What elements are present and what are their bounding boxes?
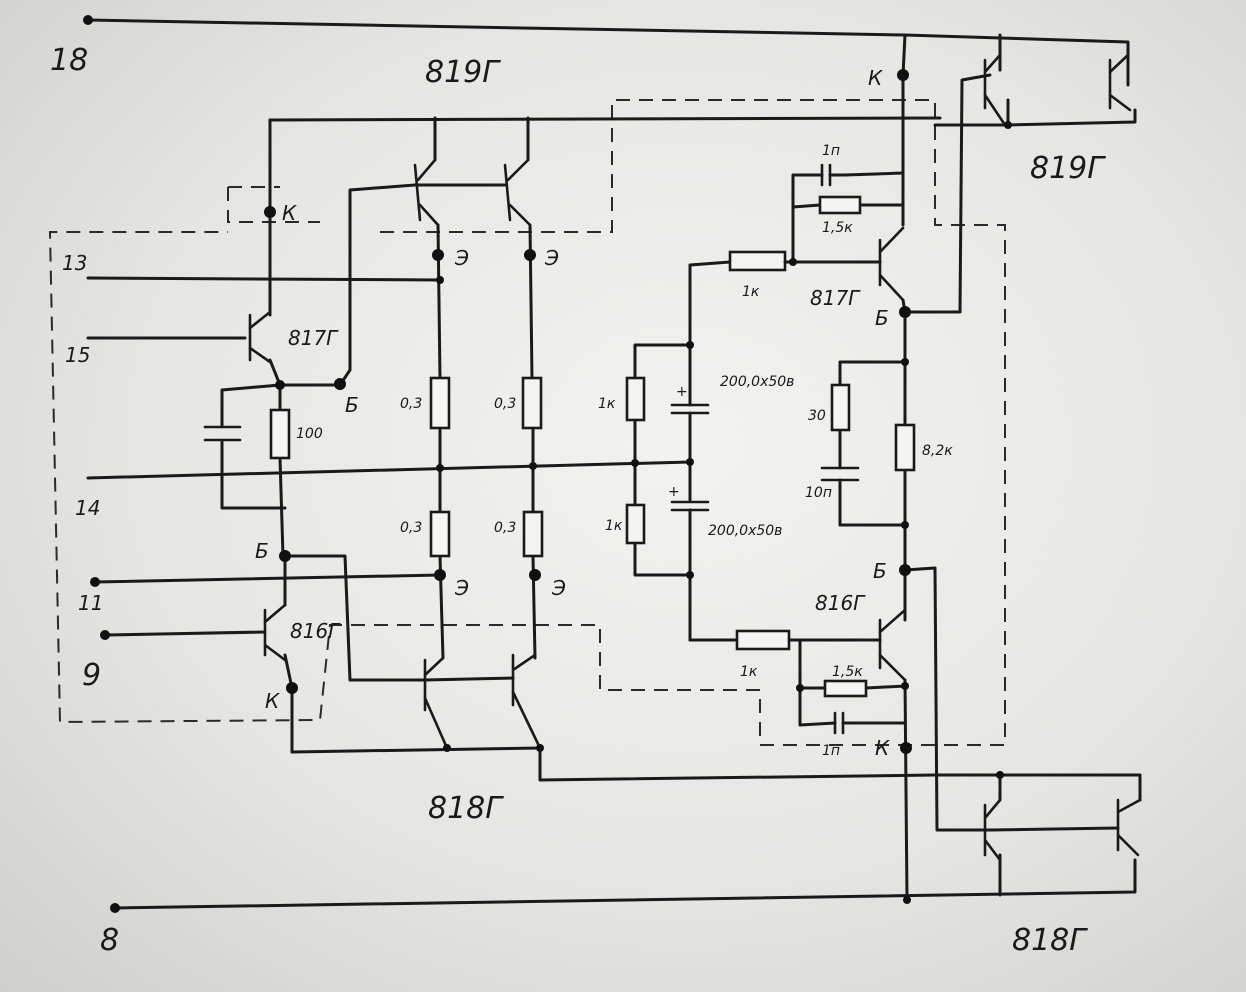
value-30: 30 — [808, 408, 826, 424]
svg-text:+: + — [676, 384, 688, 400]
chip-boundaries — [48, 99, 1006, 746]
resistor-0-3-b — [521, 376, 543, 430]
value-1n-bottom: 1п — [822, 743, 840, 759]
resistor-0-3-a — [429, 376, 451, 430]
value-200-a: 200,0х50в — [720, 374, 794, 390]
value-1-5k-top: 1,5к — [822, 220, 853, 236]
terminal-e-4: Э — [551, 576, 566, 600]
chip-label-818-center: 818Г — [428, 791, 504, 826]
resistor-1-5k-bottom — [823, 679, 868, 698]
value-0-3-d: 0,3 — [494, 520, 516, 536]
terminal-b-left-upper: Б — [345, 393, 359, 417]
value-0-3-a: 0,3 — [400, 396, 422, 412]
terminal-k-left-lower: К — [265, 689, 280, 713]
value-1k-c: 1к — [742, 284, 760, 300]
pin-8-label: 8 — [100, 923, 119, 958]
value-10n: 10п — [805, 485, 832, 501]
rail-8 — [110, 853, 1137, 913]
left-wiring — [86, 116, 942, 754]
pin-15-label: 15 — [65, 343, 90, 367]
terminal-b-right-upper: Б — [875, 306, 889, 330]
value-1-5k-bottom: 1,5к — [832, 664, 863, 680]
svg-text:+: + — [668, 484, 680, 500]
emitter-chains — [436, 223, 537, 660]
terminal-e-2: Э — [544, 246, 559, 270]
transistor-label-816-left: 816Г — [290, 619, 341, 643]
chip-818-right — [983, 773, 1142, 862]
resistor-0-3-d — [522, 510, 544, 558]
resistor-100 — [269, 408, 291, 460]
terminal-k-right-upper: К — [868, 66, 883, 90]
pin-18-label: 18 — [50, 43, 88, 78]
value-1k-a: 1к — [598, 396, 616, 412]
pin-13-label: 13 — [62, 251, 87, 275]
right-lower-stage — [787, 566, 992, 902]
value-1k-b: 1к — [605, 518, 623, 534]
terminal-e-1: Э — [454, 246, 469, 270]
value-1k-d: 1к — [740, 664, 758, 680]
terminal-k-left: К — [282, 201, 297, 225]
chip-818-center — [423, 653, 1142, 802]
pin-9-label: 9 — [82, 658, 101, 693]
chip-819-right — [933, 53, 1137, 127]
transistor-label-816-right: 816Г — [815, 591, 866, 615]
resistor-1k-c — [728, 250, 787, 272]
resistor-0-3-c — [429, 510, 451, 558]
transistor-label-817-left: 817Г — [288, 326, 339, 350]
chip-819-center — [413, 116, 532, 227]
terminal-e-3: Э — [454, 576, 469, 600]
resistor-1k-d — [735, 629, 791, 651]
middle-network: + + — [633, 260, 737, 642]
terminal-k-right-lower: К — [875, 736, 890, 760]
value-200-b: 200,0х50в — [708, 523, 782, 539]
pin-11-label: 11 — [78, 591, 103, 615]
resistor-1-5k-top — [818, 195, 862, 215]
transistor-label-817-right: 817Г — [810, 286, 861, 310]
right-upper-stage — [783, 33, 992, 622]
chip-label-819-right: 819Г — [1030, 151, 1106, 186]
value-0-3-b: 0,3 — [494, 396, 516, 412]
resistor-1k-b — [625, 503, 646, 545]
capacitor-left — [203, 425, 242, 442]
junction-dots — [90, 69, 1012, 904]
terminal-b-right-lower: Б — [873, 559, 887, 583]
value-1n-top: 1п — [822, 143, 840, 159]
value-8-2k: 8,2к — [922, 443, 953, 459]
resistor-1k-a — [625, 376, 646, 422]
resistor-8-2k — [894, 423, 916, 472]
terminal-b-left-lower: Б — [255, 539, 269, 563]
chip-label-819-center: 819Г — [425, 55, 501, 90]
transistor-816-left — [263, 603, 287, 662]
resistor-30 — [830, 383, 851, 432]
transistor-817-left — [248, 310, 272, 364]
pin-14-label: 14 — [75, 496, 100, 520]
chip-label-818-right: 818Г — [1012, 923, 1088, 958]
value-100: 100 — [296, 426, 323, 442]
value-0-3-c: 0,3 — [400, 520, 422, 536]
rail-18 — [83, 15, 1130, 87]
